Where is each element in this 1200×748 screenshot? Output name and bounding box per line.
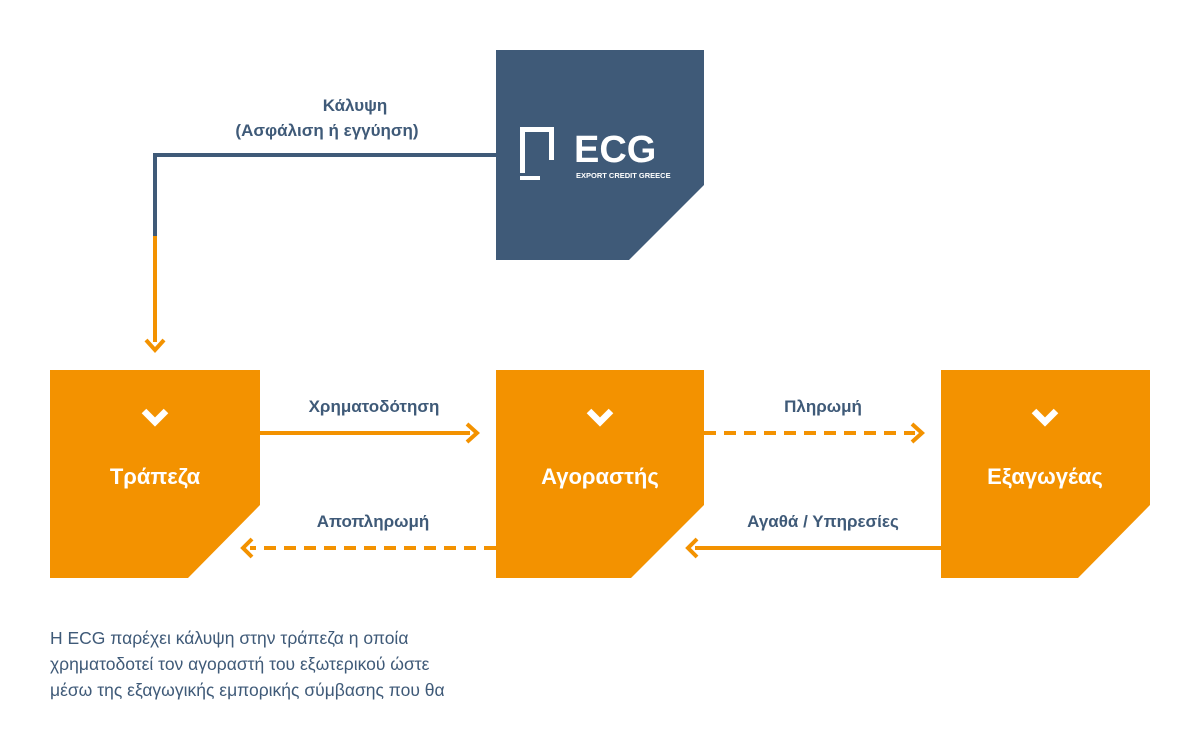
financing-label: Χρηματοδότηση — [309, 397, 440, 416]
ecg-logo-subtext: EXPORT CREDIT GREECE — [576, 171, 671, 180]
coverage-label-line1: Κάλυψη — [323, 96, 388, 115]
exporter-label: Εξαγωγέας — [987, 464, 1103, 489]
buyer-label: Αγοραστής — [541, 464, 659, 489]
repayment-label: Αποπληρωμή — [317, 512, 430, 531]
caption-line-3: μέσω της εξαγωγικής εμπορικής σύμβασης π… — [50, 680, 445, 700]
payment-arrow — [704, 422, 925, 444]
ecg-logo: ECG EXPORT CREDIT GREECE — [520, 127, 671, 180]
chevron-down-icon — [141, 408, 169, 427]
caption-line-2: χρηματοδοτεί τον αγοραστή του εξωτερικού… — [50, 654, 430, 674]
chevron-down-icon — [586, 408, 614, 427]
ecg-box: ECG EXPORT CREDIT GREECE — [496, 50, 704, 260]
coverage-label-line2: (Ασφάλιση ή εγγύηση) — [235, 121, 418, 140]
goods-label: Αγαθά / Υπηρεσίες — [747, 512, 899, 531]
bank-label: Τράπεζα — [110, 464, 201, 489]
caption-line-1: Η ECG παρέχει κάλυψη στην τράπεζα η οποί… — [50, 628, 409, 648]
financing-arrow — [260, 422, 480, 444]
repayment-arrow — [240, 537, 496, 559]
exporter-node: Εξαγωγέας — [941, 370, 1150, 578]
chevron-down-icon — [1031, 408, 1059, 427]
coverage-connector — [144, 153, 496, 353]
caption-text: Η ECG παρέχει κάλυψη στην τράπεζα η οποί… — [50, 625, 610, 703]
bank-node: Τράπεζα — [50, 370, 260, 578]
buyer-node: Αγοραστής — [496, 370, 704, 578]
goods-arrow — [685, 537, 941, 559]
ecg-logo-text: ECG — [574, 129, 656, 171]
payment-label: Πληρωμή — [784, 397, 862, 416]
